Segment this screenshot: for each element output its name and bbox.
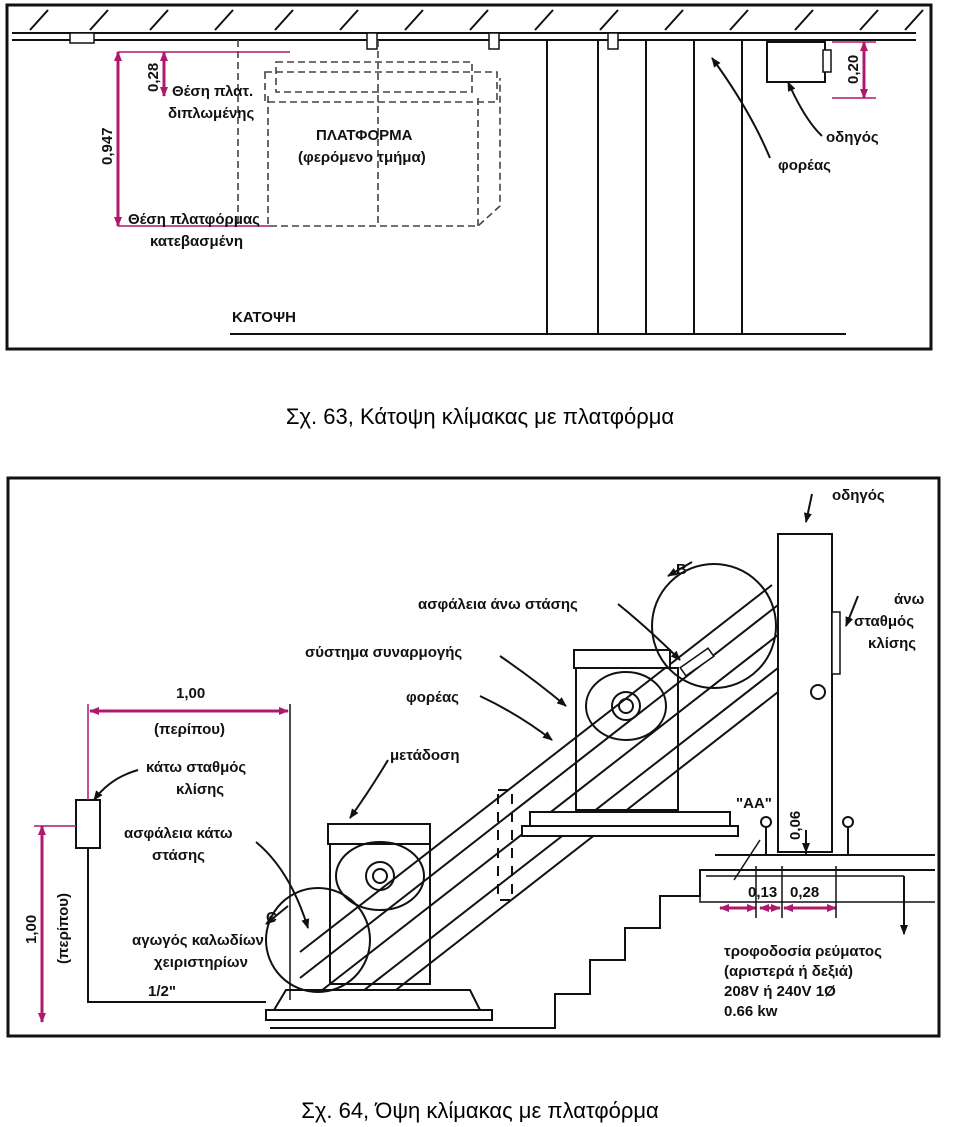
lower-platform-top (327, 823, 431, 845)
section-aa-label: "ΑΑ" (736, 795, 772, 812)
lower-stop-safety-label-2: στάσης (152, 847, 205, 864)
dim-013-label: 0,13 (748, 884, 777, 901)
platform-outline-folded (264, 61, 498, 103)
control-conduit (87, 848, 266, 1003)
upper-station-label-3: κλίσης (868, 635, 916, 652)
coupling-system-label: σύστημα συναρμογής (305, 644, 462, 661)
dim-100-v-label: 1,00 (23, 915, 40, 944)
lower-stop-safety-label: ασφάλεια κάτω (124, 825, 233, 842)
stair-treads (546, 40, 743, 334)
marker-b-arrow (667, 561, 693, 577)
folded-position-label: Θέση πλατ. (172, 83, 253, 100)
upper-station-label: άνω (894, 591, 925, 608)
transmission-leader (349, 759, 389, 819)
coupling-bracket (497, 789, 513, 901)
approx-v-label: (περίπου) (55, 893, 72, 964)
lower-drive-axle (372, 868, 388, 884)
upper-stop-safety-bar (679, 647, 715, 677)
figure-64-caption: Σχ. 64, Όψη κλίμακας με πλατφόρμα (301, 1098, 659, 1123)
dim-100-h-label: 1,00 (176, 685, 205, 702)
carrier-leader (711, 57, 771, 159)
transmission-label: μετάδοση (390, 747, 459, 764)
elevation-frame (6, 476, 941, 1038)
platform-outline-lowered (237, 40, 501, 227)
conduit-label-2: χειριστηρίων (154, 954, 248, 971)
dim-028-label: 0,28 (145, 63, 162, 92)
upper-platform-base (521, 825, 739, 837)
lowered-position-label: Θέση πλατφόρμας (128, 211, 260, 228)
marker-c-arrow (265, 905, 289, 925)
power-supply-label-3: 208V ή 240V 1Ø (724, 983, 836, 1000)
lower-station-box (75, 799, 101, 849)
detail-marker-c: C (266, 909, 277, 926)
detail-circle-b (651, 563, 777, 689)
upper-platform-body (575, 667, 679, 811)
wall-bracket (366, 32, 378, 50)
dim-ticks (733, 839, 837, 918)
upper-station-leader (845, 595, 859, 627)
guide-label: οδηγός (832, 487, 885, 504)
upper-drive-axle (618, 698, 634, 714)
dim-006-label: 0,06 (787, 811, 804, 840)
upper-drive-wheel (585, 671, 667, 741)
dim-020-label: 0,20 (845, 55, 862, 84)
conduit-label: αγωγός καλωδίων (132, 932, 264, 949)
lower-platform-floor (272, 989, 482, 1011)
carrier-leader (479, 695, 553, 741)
lower-platform-body (329, 843, 431, 985)
lower-drive-hub (365, 861, 395, 891)
power-supply-label-2: (αριστερά ή δεξιά) (724, 963, 853, 980)
figure-plan: 0,947 0,28 0,20 Θέση πλατ. διπλωμένης ΠΛ… (5, 3, 933, 351)
guide-leader (803, 493, 813, 523)
figure-elevation: οδηγός άνω σταθμός κλίσης ασφάλεια άνω σ… (6, 476, 941, 1038)
lower-station-label-2: κλίσης (176, 781, 224, 798)
approx-h-label: (περίπου) (154, 721, 225, 738)
lower-stop-safety-leader (255, 841, 310, 929)
carrier-label: φορέας (778, 157, 831, 174)
wall-bracket (488, 32, 500, 50)
guide-label: οδηγός (826, 129, 879, 146)
upper-station-label-2: σταθμός (854, 613, 914, 630)
upper-platform-top (573, 649, 671, 669)
platform-sublabel: (φερόμενο τμήμα) (298, 149, 426, 166)
guide-box (766, 41, 826, 83)
upper-station-box (831, 611, 841, 675)
dim-028-label: 0,28 (790, 884, 819, 901)
lowered-position-label-2: κατεβασμένη (150, 233, 243, 250)
conduit-size-label: 1/2" (148, 983, 176, 1000)
platform-label: ΠΛΑΤΦΟΡΜΑ (316, 127, 413, 144)
figure-63-caption: Σχ. 63, Κάτοψη κλίμακας με πλατφόρμα (285, 404, 675, 429)
lower-station-leader (93, 769, 139, 801)
wall-bracket (69, 32, 95, 44)
carrier-label: φορέας (406, 689, 459, 706)
lower-platform-base (265, 1009, 493, 1021)
upper-stop-safety-label: ασφάλεια άνω στάσης (418, 596, 578, 613)
power-supply-label: τροφοδοσία ρεύματος (724, 943, 882, 960)
detail-marker-b: B (676, 561, 687, 578)
power-supply-label-4: 0.66 kw (724, 1003, 778, 1020)
detail-circle-c (265, 887, 371, 993)
folded-position-label-2: διπλωμένης (168, 105, 254, 122)
lower-station-label: κάτω σταθμός (146, 759, 246, 776)
guide-leader (787, 81, 823, 137)
dim-0947-label: 0,947 (99, 127, 116, 165)
wall-bracket (607, 32, 619, 50)
plan-frame (5, 3, 933, 351)
upper-stop-safety-leader (617, 603, 681, 661)
floor-slab (699, 880, 935, 903)
upper-drive-hub (611, 691, 641, 721)
wall-hatching (29, 9, 924, 31)
guide-box-cap (822, 49, 832, 73)
plan-view-label: ΚΑΤΟΨΗ (232, 309, 296, 326)
lower-drive-wheel (335, 841, 425, 911)
coupling-system-leader (499, 655, 567, 707)
column-bolt (810, 684, 826, 700)
upper-platform-floor (529, 811, 731, 827)
